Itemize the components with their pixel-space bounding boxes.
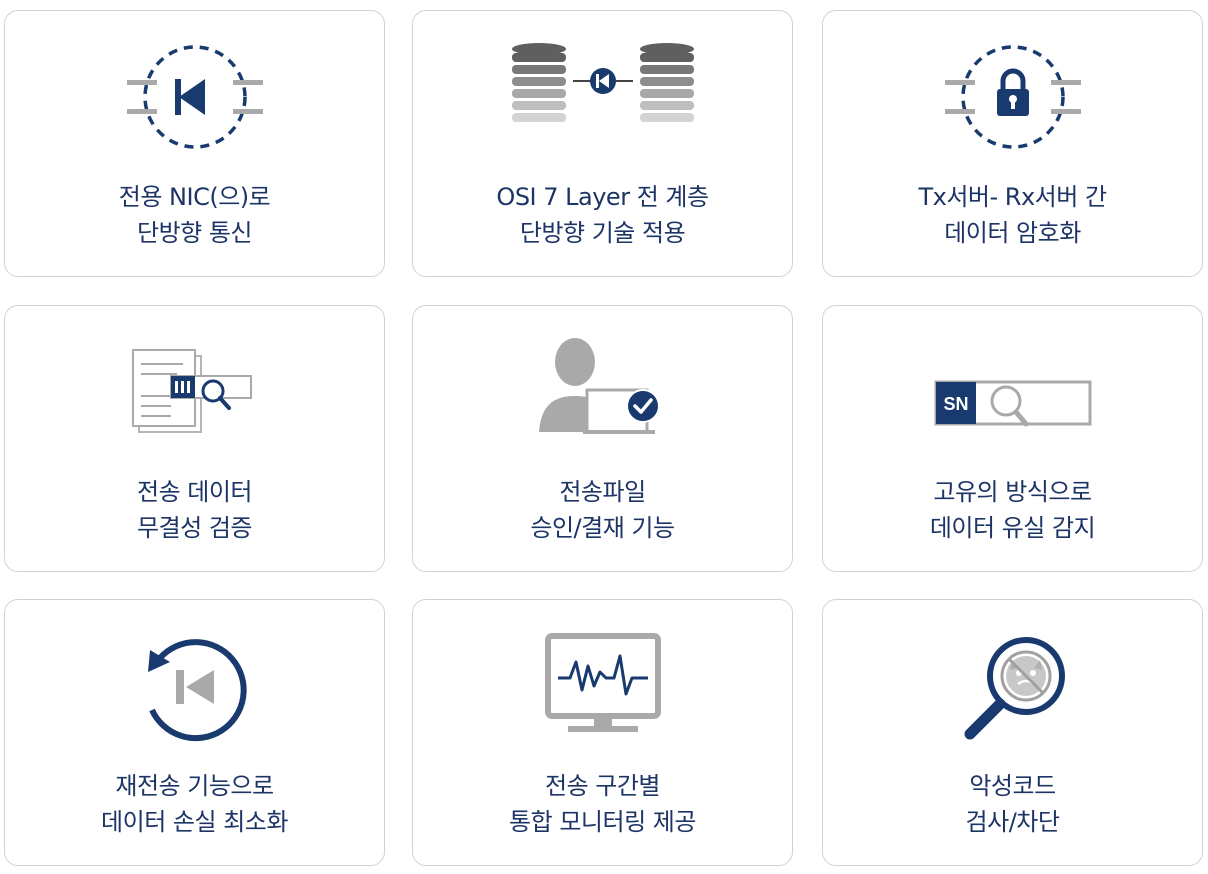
feature-card-retransmit: 재전송 기능으로 데이터 손실 최소화	[4, 599, 385, 866]
osi-layer-icon	[413, 39, 792, 164]
feature-card-approval: 전송파일 승인/결재 기능	[412, 305, 793, 572]
card-title-line1: 재전송 기능으로	[115, 772, 274, 800]
card-title-line1: 고유의 방식으로	[933, 478, 1092, 506]
encryption-lock-icon	[823, 39, 1202, 164]
card-title-line2: 데이터 암호화	[944, 219, 1081, 247]
feature-card-malware: 악성코드 검사/차단	[822, 599, 1203, 866]
card-title-line2: 단방향 기술 적용	[519, 219, 686, 247]
feature-card-nic: 전용 NIC(으)로 단방향 통신	[4, 10, 385, 277]
card-title-line1: OSI 7 Layer 전 계층	[496, 183, 709, 211]
card-title-line1: 전송 구간별	[544, 772, 661, 800]
sn-label: SN	[943, 394, 968, 414]
dedicated-nic-icon	[5, 39, 384, 164]
card-title-line1: 전용 NIC(으)로	[118, 183, 271, 211]
retransmit-icon	[5, 628, 384, 753]
card-title-line1: 전송 데이터	[136, 478, 253, 506]
card-title-line2: 단방향 통신	[136, 219, 253, 247]
feature-card-integrity: 전송 데이터 무결성 검증	[4, 305, 385, 572]
card-title-line2: 통합 모니터링 제공	[509, 808, 696, 836]
card-title-line2: 데이터 손실 최소화	[101, 808, 288, 836]
feature-card-monitoring: 전송 구간별 통합 모니터링 제공	[412, 599, 793, 866]
card-title-line1: Tx서버- Rx서버 간	[918, 183, 1107, 211]
card-title-line2: 검사/차단	[965, 808, 1060, 836]
feature-card-encryption: Tx서버- Rx서버 간 데이터 암호화	[822, 10, 1203, 277]
monitoring-icon	[413, 628, 792, 753]
card-title-line1: 악성코드	[969, 772, 1056, 800]
feature-card-osi: OSI 7 Layer 전 계층 단방향 기술 적용	[412, 10, 793, 277]
card-title-line2: 데이터 유실 감지	[929, 514, 1096, 542]
card-title-line1: 전송파일	[559, 478, 646, 506]
malware-scan-icon	[823, 628, 1202, 753]
card-title-line2: 무결성 검증	[136, 514, 253, 542]
card-title-line2: 승인/결재 기능	[530, 514, 675, 542]
file-approval-icon	[413, 334, 792, 459]
serial-search-icon: SN	[823, 334, 1202, 459]
data-verification-icon	[5, 334, 384, 459]
feature-card-loss-detect: SN 고유의 방식으로 데이터 유실 감지	[822, 305, 1203, 572]
